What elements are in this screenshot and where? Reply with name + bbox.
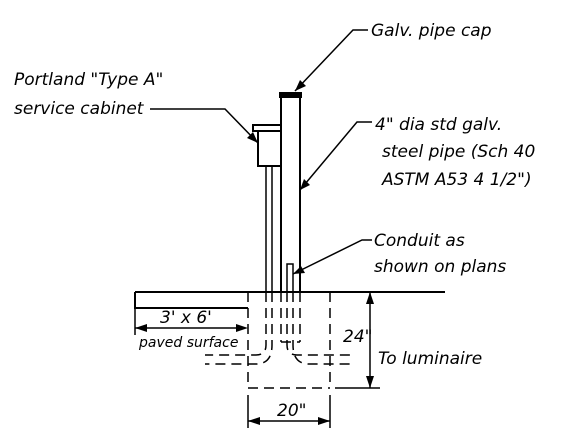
- conduit-sweep-right-outer: [286, 292, 355, 356]
- label-conduit-line1: Conduit as: [374, 231, 465, 251]
- label-paved-dim: 3' x 6': [160, 308, 212, 328]
- label-pipe-line3: ASTM A53 4 1/2"): [381, 170, 532, 190]
- arrowhead-cabinet: [247, 132, 258, 143]
- label-conduit-line2: shown on plans: [374, 257, 506, 277]
- paved-surface-slab: [134, 292, 248, 309]
- label-pipe-cap: Galv. pipe cap: [371, 21, 492, 41]
- depth-dim-arrow-bottom: [366, 376, 374, 388]
- width-dim-arrow-right: [318, 417, 330, 425]
- pipe-cap: [279, 92, 302, 98]
- arrowhead-steel-pipe: [300, 179, 310, 190]
- label-depth-dim: 24": [343, 327, 372, 347]
- paved-dim-arrow-right: [236, 324, 248, 332]
- conduit-sweep-left-inner: [205, 292, 273, 365]
- width-dim-arrow-left: [248, 417, 260, 425]
- paved-dim-arrow-left: [135, 324, 147, 332]
- label-pipe-line2: steel pipe (Sch 40: [382, 142, 535, 162]
- conduit-sweep-right-inner: [292, 292, 355, 365]
- arrowhead-conduit: [293, 266, 305, 274]
- depth-dim-arrow-top: [366, 292, 374, 304]
- conduit-stub: [286, 263, 294, 293]
- arrowhead-pipe-cap: [295, 80, 306, 91]
- leader-cabinet: [150, 108, 259, 144]
- conduit-sweep-left-outer: [205, 292, 267, 356]
- label-pipe-line1: 4" dia std galv.: [375, 115, 502, 135]
- leader-pipe-cap: [294, 29, 368, 92]
- leader-conduit: [292, 239, 372, 275]
- steel-pipe: [280, 93, 301, 293]
- label-cabinet-line2: service cabinet: [14, 99, 145, 119]
- label-cabinet-line1: Portland "Type A": [14, 70, 163, 90]
- label-paved-surface: paved surface: [138, 335, 238, 351]
- service-cabinet: [257, 130, 282, 167]
- label-to-luminaire: To luminaire: [378, 349, 482, 369]
- label-width-dim: 20": [277, 401, 306, 421]
- leader-steel-pipe: [299, 121, 372, 191]
